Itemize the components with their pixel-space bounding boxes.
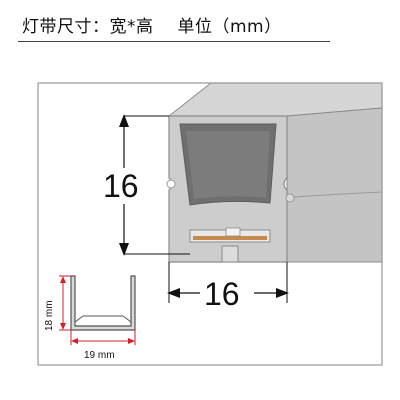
led-chip [225,227,241,237]
page-header: 灯带尺寸：宽*高 单位（mm） [22,12,282,37]
height-arrow-top [119,114,129,127]
u-profile-inner-lip [74,315,132,323]
u-profile-channel [70,275,136,331]
bottom-stem [221,245,239,263]
cavity-inner [186,131,270,199]
profile-height-label: 18 mm [44,300,55,331]
side-groove-notch [285,193,295,203]
profile-height-arrow-bottom [60,323,66,330]
width-label: 16 [204,276,240,312]
profile-width-label: 19 mm [84,350,115,361]
header-underline [18,41,330,42]
profile-width-arrow-right [128,338,135,344]
profile-width-arrow-left [71,338,78,344]
height-label: 16 [103,168,139,204]
width-arrow-right [276,288,289,298]
width-arrow-left [167,288,180,298]
neon-body-side-face [286,107,383,263]
dimension-title: 灯带尺寸：宽*高 [22,17,154,37]
height-arrow-bottom [119,243,129,256]
unit-label: 单位（mm） [177,17,282,37]
led-strip [193,236,267,240]
left-notch [166,179,176,189]
profile-height-arrow-top [60,276,66,283]
